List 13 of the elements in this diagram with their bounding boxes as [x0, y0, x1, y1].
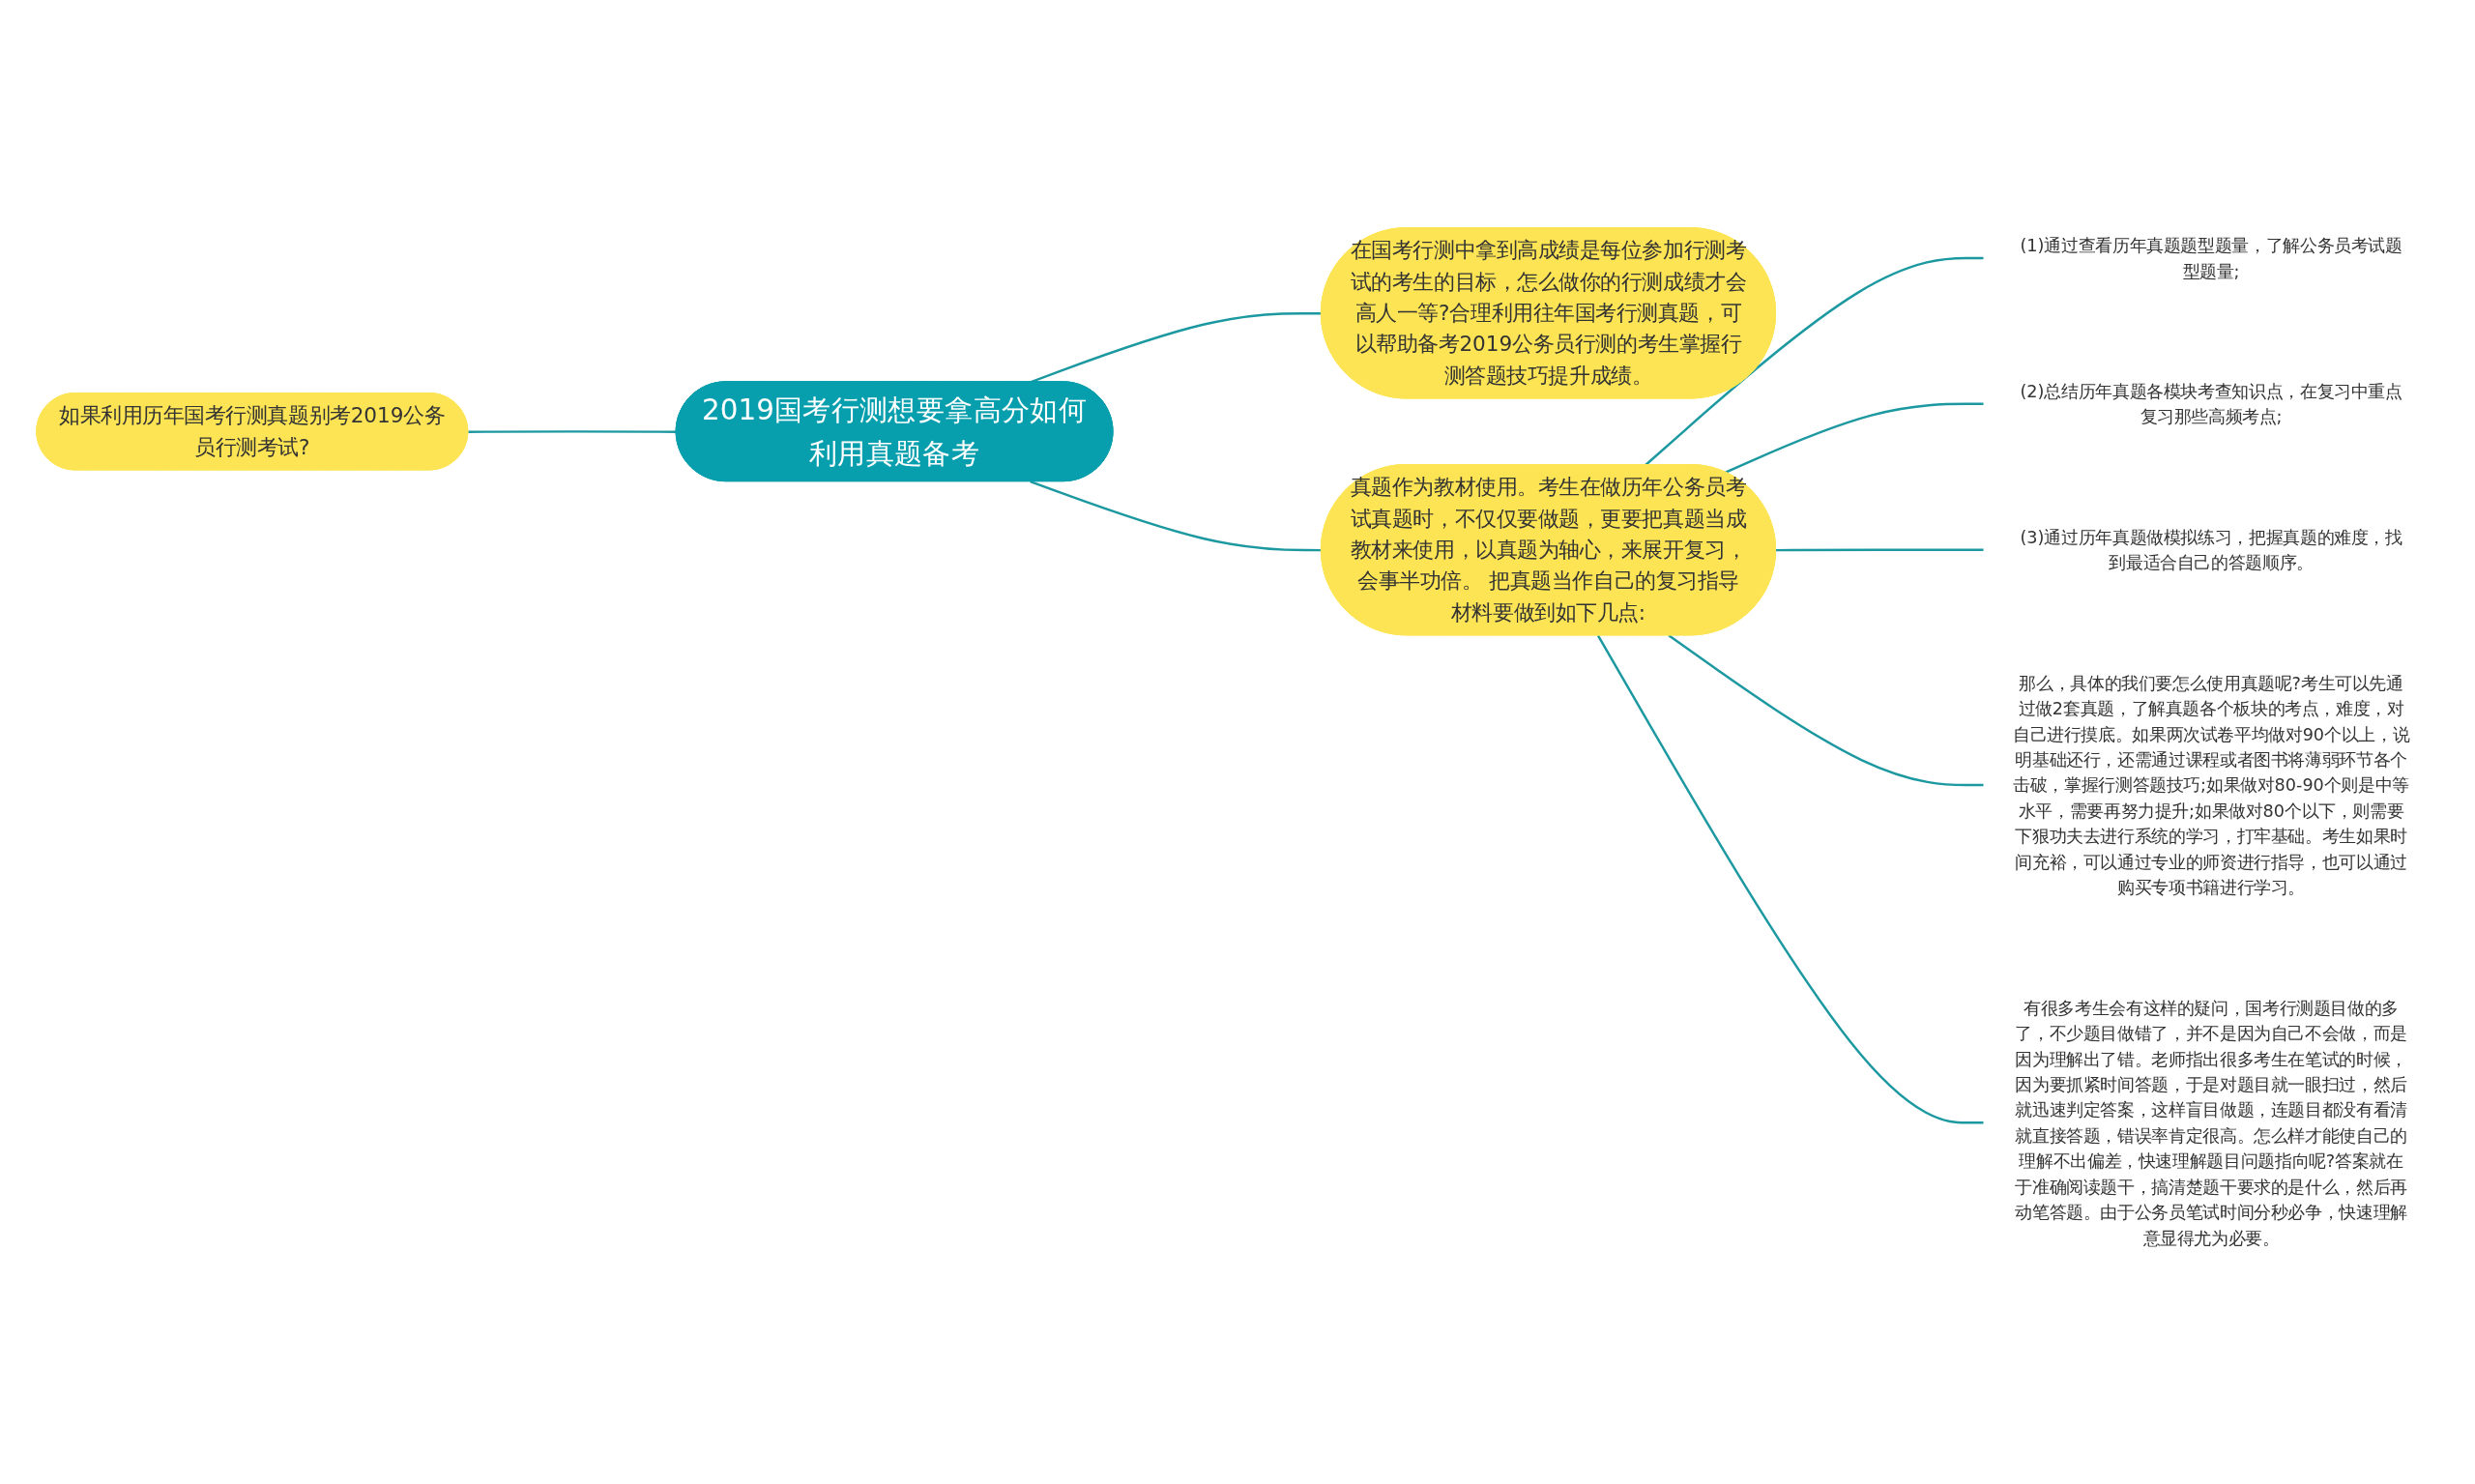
connector: [1596, 635, 1984, 1124]
connector: [468, 430, 677, 434]
node-text: 有很多考生会有这样的疑问，国考行测题目做的多了，不少题目做错了，并不是因为自己不会做，而是因为理解出了错。老师指出很多考生在笔试的时候，因为要抓紧时间答题，于是对题目就一眼扫过，然后就迅速判定答案，这样盲目做题，连题目都没有看清就直接答题，错误率肯定很高。怎么样才能使自己的理解不出偏差，快速理解题目问题指向呢?答案就在于准确阅读题干，搞清楚题干要求的是什么，然后再动笔答题。由于公务员笔试时间分秒必争，快速理解意显得尤为必要。: [2015, 998, 2407, 1249]
connector: [1776, 548, 1984, 552]
mind-map: 2019国考行测想要拿高分如何利用真题备考 如果利用历年国考行测真题别考2019公务员行测考试? 在国考行测中拿到高成绩是每位参加行测考试的考生的目标，怎么做你的行测成绩才会高人一等?合理利用往年国考行测真题，可以帮助备考2019公务员行测的考生掌握行测答题技巧提升成绩。 真题作为教材使用。考生在做历年公务员考试真题时，不仅仅要做题，更要把真题当成教材来使用，以真题为轴心，来展开复习，会事半功倍。 把真题当作自己的复习指导材料要做到如下几点: (1)通过查看历年真题题型题量，了解公务员考试题型题量; (2)总结历年真题各模块考查知识点，在复习中重点复习那些高频考点; (3)通过历年真题做模拟练习，把握真题的难度，找到最适合自己的答题顺序。 那么，具体的我们要怎么使用真题呢?考生可以先通过做2套真题，了解真题各个板块的考点，难度，对自己进行摸底。如果两次试卷平均做对90个以上，说明基础还行，还需通过课程或者图书将薄弱环节各个击破，掌握行测答题技巧;如果做对80-90个则是中等水平，需要再努力提升;如果做对80个以下，则需要下狠功夫去进行系统的学习，打牢基础。考生如果时间充裕，可以通过专业的师资进行指导，也可以通过购买专项书籍进行学习。 有很多考生会有这样的疑问，国考行测题目做的多了，不少题目做错了，并不是因为自己不会做，而是因为理解出了错。老师指出很多考生在笔试的时候，因为要抓紧时间答题，于是对题目就一眼扫过，然后就迅速判定答案，这样盲目做题，连题目都没有看清就直接答题，错误率肯定很高。怎么样才能使自己的理解不出偏差，快速理解题目问题指向呢?答案就在于准确阅读题干，搞清楚题干要求的是什么，然后再动笔答题。由于公务员笔试时间分秒必争，快速理解意显得尤为必要。: [29, 211, 2446, 1273]
connector: [1668, 634, 1984, 787]
node-text: (2)总结历年真题各模块考查知识点，在复习中重点复习那些高频考点;: [2020, 381, 2402, 427]
node-text: (3)通过历年真题做模拟练习，把握真题的难度，找到最适合自己的答题顺序。: [2020, 527, 2402, 573]
node-text: 那么，具体的我们要怎么使用真题呢?考生可以先通过做2套真题，了解真题各个板块的考点，难度，对自己进行摸底。如果两次试卷平均做对90个以上，说明基础还行，还需通过课程或者图书将薄弱环节各个击破，掌握行测答题技巧;如果做对80-90个则是中等水平，需要再努力提升;如果做对80个以下，则需要下狠功夫去进行系统的学习，打牢基础。考生如果时间充裕，可以通过专业的师资进行指导，也可以通过购买专项书籍进行学习。: [2012, 673, 2410, 898]
connector: [1030, 312, 1322, 384]
node-text: (1)通过查看历年真题题型题量，了解公务员考试题型题量;: [2020, 235, 2402, 281]
connector: [1030, 480, 1322, 552]
connector: [1725, 403, 1984, 475]
